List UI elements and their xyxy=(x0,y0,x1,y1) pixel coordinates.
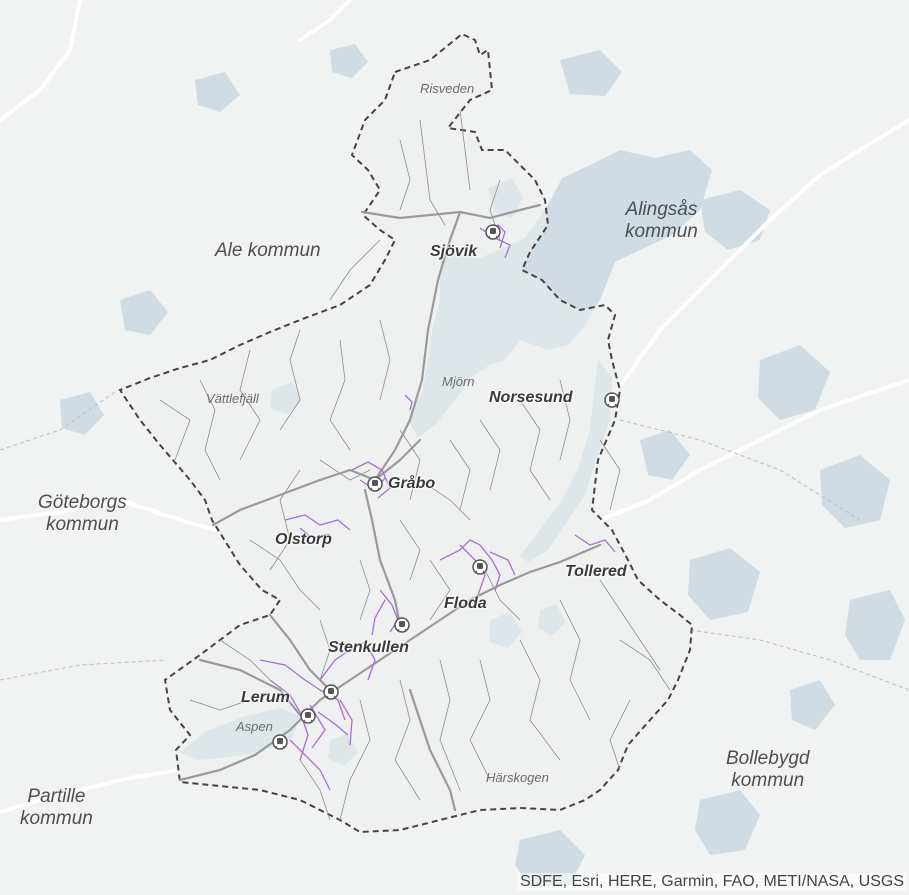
main-roads xyxy=(178,203,602,812)
label-text: kommun xyxy=(45,513,119,535)
train-station-icon[interactable] xyxy=(472,559,488,575)
label-text: Göteborgs xyxy=(38,492,127,513)
label-harskogen: Härskogen xyxy=(486,770,549,785)
label-vattlefjall: Vättlefjäll xyxy=(206,391,259,406)
minor-roads xyxy=(159,109,671,821)
lake-east-4 xyxy=(640,430,690,480)
neighbour-borders xyxy=(0,389,909,691)
label-ale-kommun: Ale kommun xyxy=(215,240,321,262)
label-sjovik[interactable]: Sjövik xyxy=(430,243,478,260)
label-aspen: Aspen xyxy=(236,719,273,734)
label-norsesund[interactable]: Norsesund xyxy=(489,389,573,406)
label-text: Bollebygd xyxy=(726,748,810,769)
lake-se-2 xyxy=(790,680,835,730)
lake-east-5 xyxy=(688,548,760,620)
label-lerum[interactable]: Lerum xyxy=(241,689,290,706)
lake-east-2 xyxy=(758,345,830,420)
highways xyxy=(0,0,909,814)
train-station-icon[interactable] xyxy=(604,392,620,408)
train-station-icon[interactable] xyxy=(272,734,288,750)
map-attribution: SDFE, Esri, HERE, Garmin, FAO, METI/NASA… xyxy=(516,873,907,891)
label-text: kommun xyxy=(625,220,698,242)
train-stations xyxy=(272,224,620,750)
train-station-icon[interactable] xyxy=(300,708,316,724)
label-stenkullen[interactable]: Stenkullen xyxy=(328,639,409,656)
label-text: Alingsås xyxy=(625,199,698,220)
train-station-icon[interactable] xyxy=(323,684,339,700)
lake-n-1 xyxy=(560,50,622,96)
label-risveden: Risveden xyxy=(420,81,475,96)
label-text: kommun xyxy=(731,769,805,791)
label-grabo[interactable]: Gråbo xyxy=(388,475,436,492)
label-tollered[interactable]: Tollered xyxy=(565,563,627,580)
label-mjorn: Mjörn xyxy=(442,374,475,389)
label-floda[interactable]: Floda xyxy=(444,595,487,612)
train-station-icon[interactable] xyxy=(394,617,410,633)
label-text: Partille xyxy=(27,786,86,807)
lake-east-6 xyxy=(845,590,905,660)
label-olstorp[interactable]: Olstorp xyxy=(275,531,332,548)
label-text: kommun xyxy=(20,807,93,829)
lake-east-3 xyxy=(820,455,890,528)
lake-w-2 xyxy=(60,392,104,435)
train-station-icon[interactable] xyxy=(485,224,501,240)
lake-se-1 xyxy=(695,790,760,855)
lake-nw-2 xyxy=(330,44,368,78)
municipality-boundary xyxy=(118,32,694,834)
lake-w-1 xyxy=(120,290,168,335)
train-station-icon[interactable] xyxy=(367,476,383,492)
label-text: Ale kommun xyxy=(215,240,321,261)
lake-nw-1 xyxy=(195,72,240,112)
cycle-paths xyxy=(259,224,616,791)
